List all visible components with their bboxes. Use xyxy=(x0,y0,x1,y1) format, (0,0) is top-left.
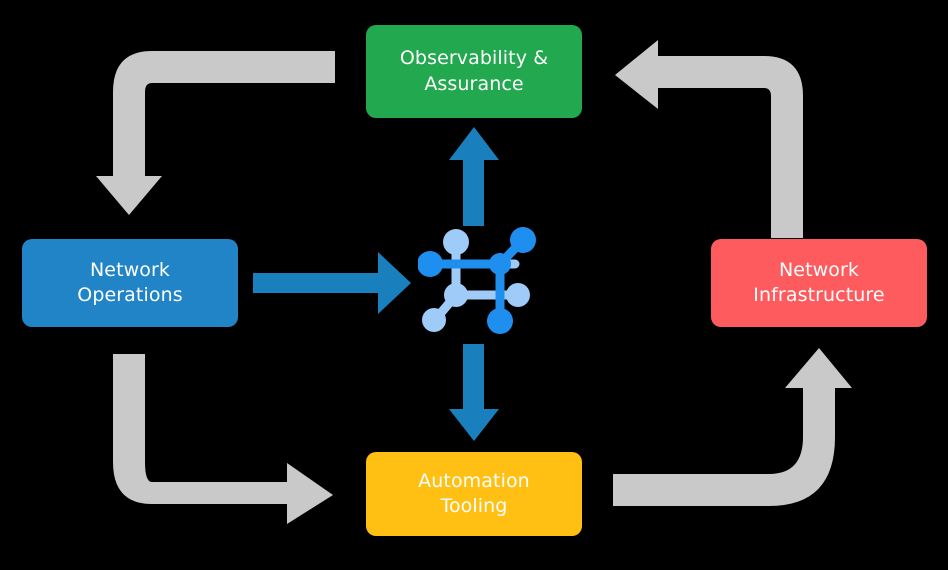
node-operations-label: Network Operations xyxy=(77,258,183,306)
node-observability-label: Observability & Assurance xyxy=(399,47,549,95)
arrow-center-to-automation xyxy=(449,344,499,441)
arrow-center-to-observability xyxy=(449,127,499,226)
node-observability-assurance[interactable]: Observability & Assurance xyxy=(366,25,582,118)
arrow-operations-to-automation xyxy=(113,354,333,524)
node-network-operations[interactable]: Network Operations xyxy=(22,239,238,327)
topology-dark-nodes xyxy=(418,227,536,334)
topology-light-nodes xyxy=(422,229,530,332)
arrow-infrastructure-to-observability xyxy=(615,40,803,238)
arrow-automation-to-infrastructure xyxy=(613,348,852,506)
node-automation-label: Automation Tooling xyxy=(418,469,530,517)
node-network-infrastructure[interactable]: Network Infrastructure xyxy=(711,239,927,327)
arrow-operations-to-center xyxy=(253,252,411,314)
node-infrastructure-label: Network Infrastructure xyxy=(753,258,885,306)
node-automation-tooling[interactable]: Automation Tooling xyxy=(366,452,582,536)
arrow-observability-to-operations xyxy=(96,51,335,215)
network-topology-icon xyxy=(418,220,538,335)
